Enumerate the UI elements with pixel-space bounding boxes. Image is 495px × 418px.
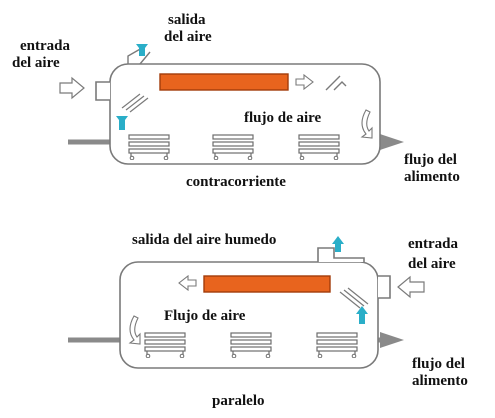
damper-vane-icon-top — [325, 75, 347, 91]
deflector-vanes-bottom — [339, 287, 369, 309]
air-outlet-label-line2-top: del aire — [164, 29, 212, 45]
countercurrent-diagram — [59, 44, 404, 165]
food-flow-label-line2-top: alimento — [404, 169, 460, 185]
air-inlet-duct-bottom — [378, 275, 391, 299]
parallel-diagram — [68, 236, 425, 369]
heater-element-bottom — [203, 275, 331, 293]
air-outlet-up-arrow-icon — [136, 44, 148, 56]
air-flow-arrow-icon-bottom — [178, 274, 197, 292]
return-flow-arrow-icon-top — [360, 109, 373, 139]
food-flow-label-line1-bottom: flujo del — [412, 356, 465, 372]
caption-countercurrent: contracorriente — [186, 174, 286, 190]
air-inlet-up-arrow-icon-bottom — [356, 306, 368, 324]
air-outlet-duct-bottom — [317, 247, 365, 262]
air-inlet-arrow-icon-top — [59, 76, 85, 100]
air-outlet-up-arrow-icon-bottom — [332, 236, 344, 252]
air-flow-arrow-icon-top — [295, 73, 314, 91]
air-inlet-label-line1-top: entrada — [20, 38, 70, 54]
air-inlet-duct-top — [95, 81, 110, 101]
air-inlet-label-line2-bottom: del aire — [408, 256, 456, 272]
air-inlet-up-arrow-icon-top — [116, 116, 128, 130]
food-flow-arrow-top — [380, 134, 404, 150]
air-flow-label-top: flujo de aire — [244, 110, 322, 126]
air-outlet-label-line1-top: salida — [168, 12, 206, 28]
deflector-vanes-top — [121, 93, 149, 113]
return-flow-arrow-icon-bottom — [128, 315, 141, 345]
heater-element-top — [159, 73, 289, 91]
food-flow-arrow-bottom — [380, 332, 404, 348]
food-flow-label-line1-top: flujo del — [404, 152, 457, 168]
caption-parallel: paralelo — [212, 393, 265, 409]
air-inlet-arrow-icon-bottom — [397, 275, 425, 299]
air-inlet-label-line1-bottom: entrada — [408, 236, 458, 252]
air-outlet-label-bottom: salida del aire humedo — [132, 232, 277, 248]
air-inlet-label-line2-top: del aire — [12, 55, 60, 71]
air-outlet-duct-top — [127, 47, 151, 65]
food-flow-label-line2-bottom: alimento — [412, 373, 468, 389]
air-flow-label-bottom: Flujo de aire — [164, 308, 246, 324]
